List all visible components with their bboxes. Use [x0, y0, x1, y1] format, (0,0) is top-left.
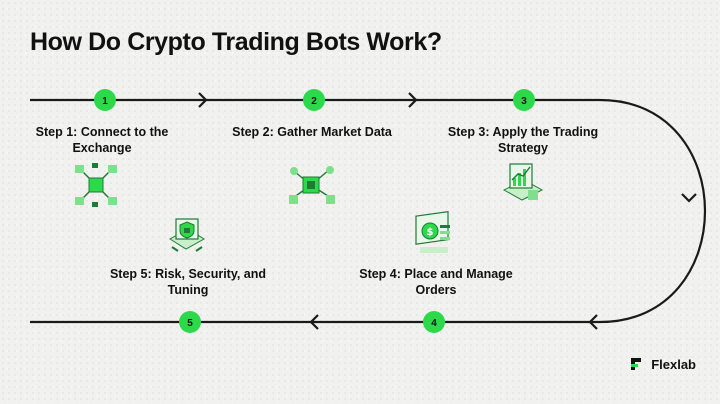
flexlab-logo-icon	[631, 358, 642, 370]
step-badge-4: 4	[423, 311, 445, 333]
market-data-chip-icon	[289, 166, 335, 204]
brand-logo: Flexlab	[629, 356, 696, 372]
step-number: 2	[311, 96, 317, 107]
page-title: How Do Crypto Trading Bots Work?	[30, 28, 442, 56]
orders-dashboard-icon: $	[415, 211, 450, 253]
step-1-label: Step 1: Connect to the Exchange	[35, 125, 169, 155]
step-number: 3	[521, 96, 527, 107]
step-2-label: Step 2: Gather Market Data	[232, 125, 392, 139]
step-5-label: Step 5: Risk, Security, and Tuning	[109, 267, 267, 297]
arrow-left-icon	[309, 314, 319, 330]
arrow-right-icon	[198, 92, 208, 108]
step-badge-1: 1	[94, 89, 116, 111]
step-badge-2: 2	[303, 89, 325, 111]
step-badge-3: 3	[513, 89, 535, 111]
step-number: 5	[187, 318, 193, 329]
step-4-label: Step 4: Place and Manage Orders	[359, 267, 513, 297]
step-number: 1	[102, 96, 108, 107]
exchange-network-icon	[75, 163, 117, 207]
svg-text:$: $	[427, 227, 434, 238]
arrow-down-icon	[681, 193, 697, 203]
step-3-label: Step 3: Apply the Trading Strategy	[447, 125, 599, 155]
security-tuning-icon	[169, 218, 205, 252]
step-number: 4	[431, 318, 437, 329]
strategy-chart-icon	[502, 163, 544, 201]
curve-flow-line	[599, 98, 706, 324]
step-badge-5: 5	[179, 311, 201, 333]
arrow-right-icon	[408, 92, 418, 108]
arrow-left-icon	[588, 314, 598, 330]
brand-name: Flexlab	[651, 356, 696, 372]
